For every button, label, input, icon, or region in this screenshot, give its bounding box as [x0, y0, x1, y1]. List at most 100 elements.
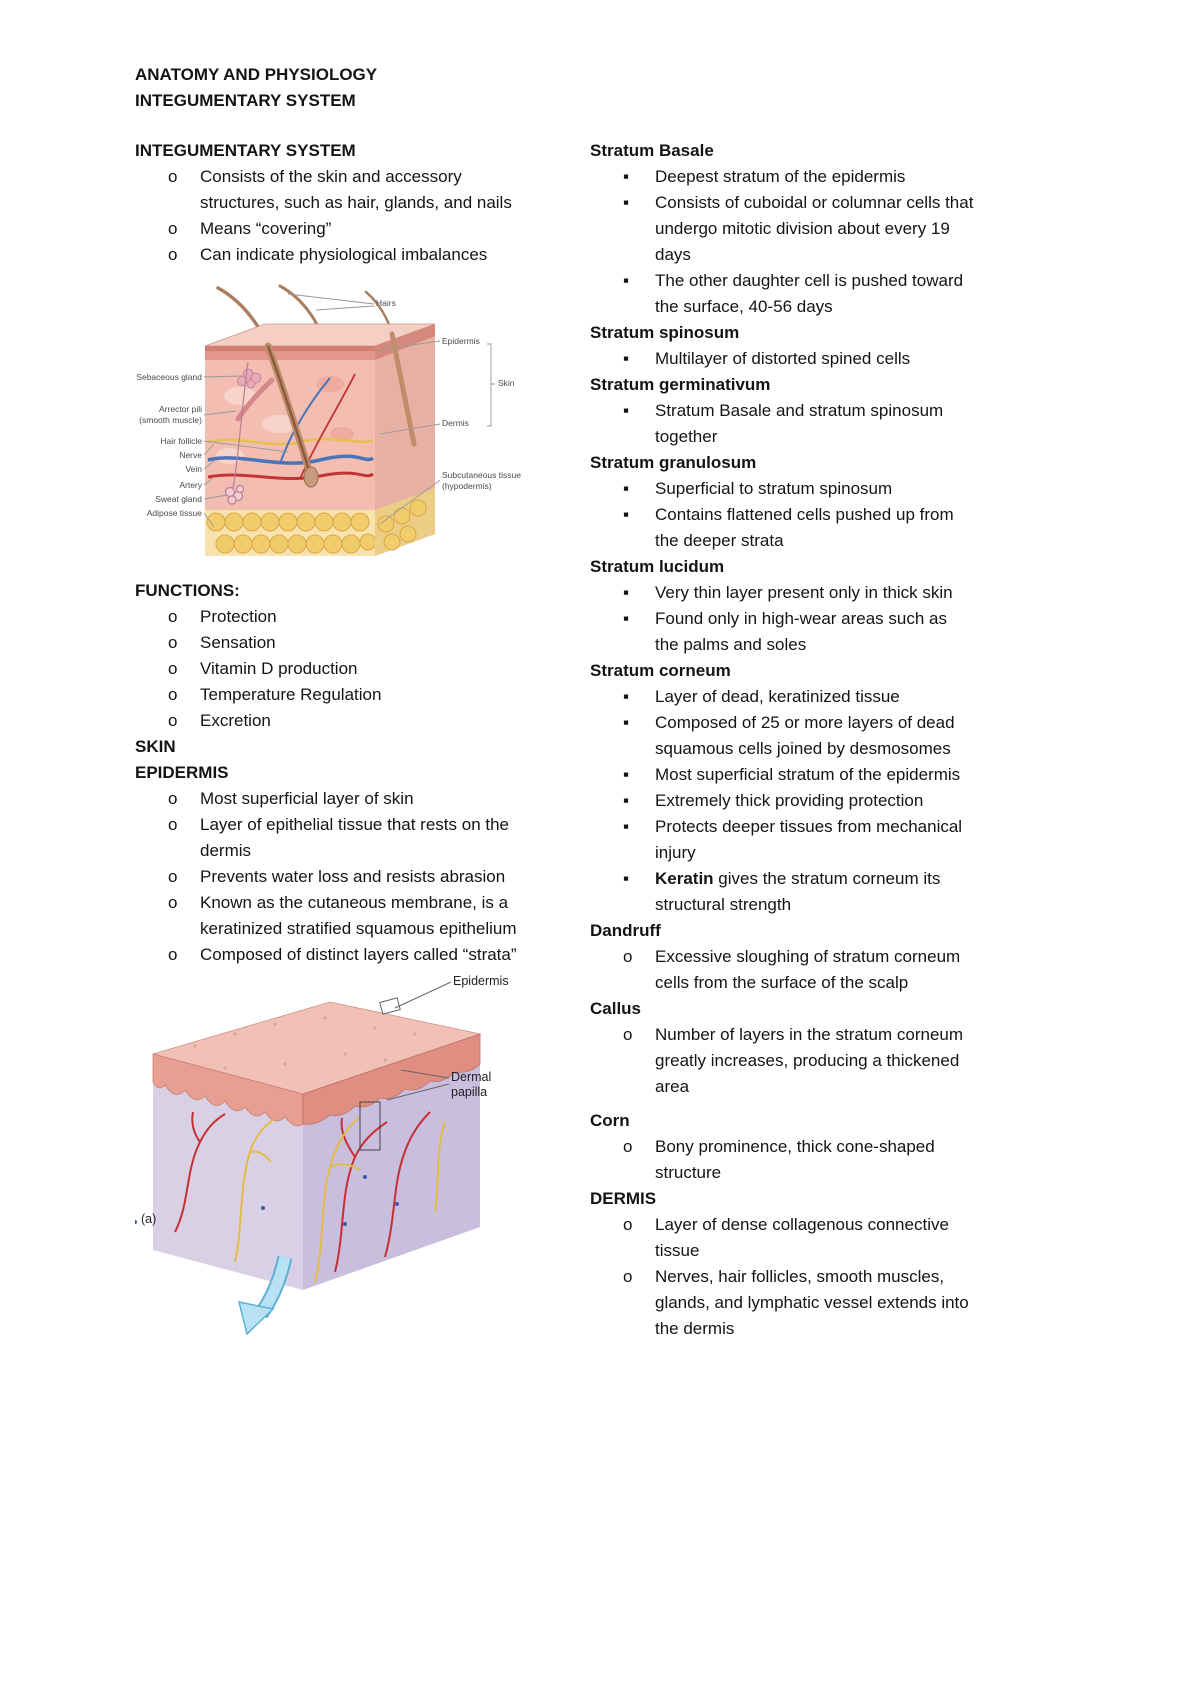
bullet-marker: o [623, 1215, 633, 1234]
vein [207, 377, 375, 465]
keratin-term: Keratin [655, 869, 714, 888]
list-item-text: Bony prominence, thick cone-shaped struc… [655, 1137, 935, 1182]
list-item: o Sensation [135, 630, 540, 656]
figure1-label-subcutaneous: Subcutaneous tissue (hypodermis) [442, 470, 521, 491]
heading-stratum-corneum: Stratum corneum [590, 661, 731, 680]
heading-functions: FUNCTIONS: [135, 581, 240, 600]
leader-lines [386, 981, 452, 1101]
list-item: o Means “covering” [135, 216, 540, 242]
list-item-text: Known as the cutaneous membrane, is a ke… [200, 893, 517, 938]
list-item: ▪ Multilayer of distorted spined cells [590, 346, 975, 372]
bullet-marker: ▪ [623, 505, 630, 524]
list-item-text: Consists of cuboidal or columnar cells t… [655, 193, 974, 264]
figure1-label-hair-follicle: Hair follicle [160, 436, 202, 446]
heading-stratum-granulosum: Stratum granulosum [590, 453, 757, 472]
skin-bracket [487, 343, 495, 427]
list-item: o Nerves, hair follicles, smooth muscles… [590, 1264, 975, 1342]
bullet-marker: ▪ [623, 609, 630, 628]
heading-stratum-spinosum: Stratum spinosum [590, 323, 740, 342]
list-item: o Number of layers in the stratum corneu… [590, 1022, 975, 1100]
bullet-marker: o [168, 789, 178, 808]
sweat-gland [224, 361, 249, 505]
list-item: o Composed of distinct layers called “st… [135, 942, 540, 968]
list-item-text: Number of layers in the stratum corneum … [655, 1025, 964, 1096]
heading-stratum-lucidum: Stratum lucidum [590, 557, 725, 576]
heading-skin: SKIN [135, 737, 176, 756]
heading-dandruff: Dandruff [590, 921, 661, 940]
bullet-marker: ▪ [623, 869, 630, 888]
list-item: ▪ Most superficial stratum of the epider… [590, 762, 975, 788]
figure-epidermis-block: Epidermis Dermal papilla (a) [135, 972, 525, 1340]
bullet-marker: o [168, 245, 178, 264]
bullet-marker: ▪ [623, 271, 630, 290]
list-item: o Most superficial layer of skin [135, 786, 540, 812]
doc-title-line2: INTEGUMENTARY SYSTEM [135, 91, 356, 110]
list-item-text: Multilayer of distorted spined cells [655, 349, 911, 368]
list-item: o Bony prominence, thick cone-shaped str… [590, 1134, 975, 1186]
figure1-label-epidermis: Epidermis [442, 336, 480, 346]
figure1-label-hairs: Hairs [376, 298, 396, 308]
bullet-marker: o [168, 685, 178, 704]
bullet-marker: ▪ [623, 349, 630, 368]
subcutaneous-layer [205, 510, 377, 556]
figure2-label-dermal-papilla: Dermal papilla [451, 1070, 492, 1099]
nerves [234, 1116, 446, 1283]
heading-epidermis: EPIDERMIS [135, 763, 229, 782]
bullet-marker: o [168, 815, 178, 834]
list-item: o Vitamin D production [135, 656, 540, 682]
list-item-text: Layer of dead, keratinized tissue [655, 687, 900, 706]
list-item: o Layer of epithelial tissue that rests … [135, 812, 540, 864]
list-item: o Prevents water loss and resists abrasi… [135, 864, 540, 890]
list-item: o Excessive sloughing of stratum corneum… [590, 944, 975, 996]
bullet-marker: o [168, 167, 178, 186]
bullet-marker: o [623, 1267, 633, 1286]
doc-header: ANATOMY AND PHYSIOLOGY INTEGUMENTARY SYS… [135, 62, 377, 114]
list-item: o Excretion [135, 708, 540, 734]
list-item-text: Can indicate physiological imbalances [200, 245, 488, 264]
figure1-label-sweat-gland: Sweat gland [155, 494, 202, 504]
bullet-marker: ▪ [623, 167, 630, 186]
list-item: ▪ Layer of dead, keratinized tissue [590, 684, 975, 710]
list-item: ▪ Deepest stratum of the epidermis [590, 164, 975, 190]
list-item-text: Composed of distinct layers called “stra… [200, 945, 517, 964]
list-item-text: Contains flattened cells pushed up from … [655, 505, 954, 550]
bullet-marker: ▪ [623, 479, 630, 498]
figure2-label-epidermis: Epidermis [453, 974, 509, 988]
list-item: o Consists of the skin and accessory str… [135, 164, 540, 216]
list-item-text: Means “covering” [200, 219, 332, 238]
arrector-pili [235, 377, 275, 422]
bullet-marker: ▪ [623, 817, 630, 836]
epidermis-layer [205, 346, 375, 360]
figure1-label-adipose-tissue: Adipose tissue [146, 508, 202, 518]
epidermis-band-side [302, 1033, 481, 1125]
list-item-text: Most superficial layer of skin [200, 789, 414, 808]
bullet-marker: ▪ [623, 713, 630, 732]
figure1-label-sebaceous-gland: Sebaceous gland [136, 372, 202, 382]
epidermis-band-front [152, 1053, 304, 1127]
list-item-text: Found only in high-wear areas such as th… [655, 609, 947, 654]
figure1-label-dermis: Dermis [442, 418, 469, 428]
list-item: o Layer of dense collagenous connective … [590, 1212, 975, 1264]
list-item-text: Consists of the skin and accessory struc… [200, 167, 512, 212]
blood-vessels [174, 1111, 431, 1273]
list-item-text: Temperature Regulation [200, 685, 382, 704]
list-item-text: Keratin gives the stratum corneum its st… [655, 866, 975, 918]
list-item-text: Excessive sloughing of stratum corneum c… [655, 947, 961, 992]
list-item: ▪ Very thin layer present only in thick … [590, 580, 975, 606]
list-item-text: Most superficial stratum of the epidermi… [655, 765, 961, 784]
doc-title-line1: ANATOMY AND PHYSIOLOGY [135, 65, 378, 84]
list-item-text: Composed of 25 or more layers of dead sq… [655, 713, 955, 758]
hair-follicle [264, 342, 319, 488]
bullet-marker: ▪ [623, 193, 630, 212]
list-item: ▪ Protects deeper tissues from mechanica… [590, 814, 975, 866]
right-column: Stratum Basale ▪ Deepest stratum of the … [590, 138, 975, 1342]
bullet-marker: o [623, 947, 633, 966]
region-box [359, 1101, 381, 1151]
list-item: ▪ Found only in high-wear areas such as … [590, 606, 975, 658]
epidermis-block-illustration [135, 981, 482, 1336]
bullet-marker: ▪ [623, 791, 630, 810]
heading-dermis: DERMIS [590, 1189, 657, 1208]
list-item-text: Stratum Basale and stratum spinosum toge… [655, 401, 944, 446]
list-item: ▪ Stratum Basale and stratum spinosum to… [590, 398, 975, 450]
list-item: ▪ Extremely thick providing protection [590, 788, 975, 814]
